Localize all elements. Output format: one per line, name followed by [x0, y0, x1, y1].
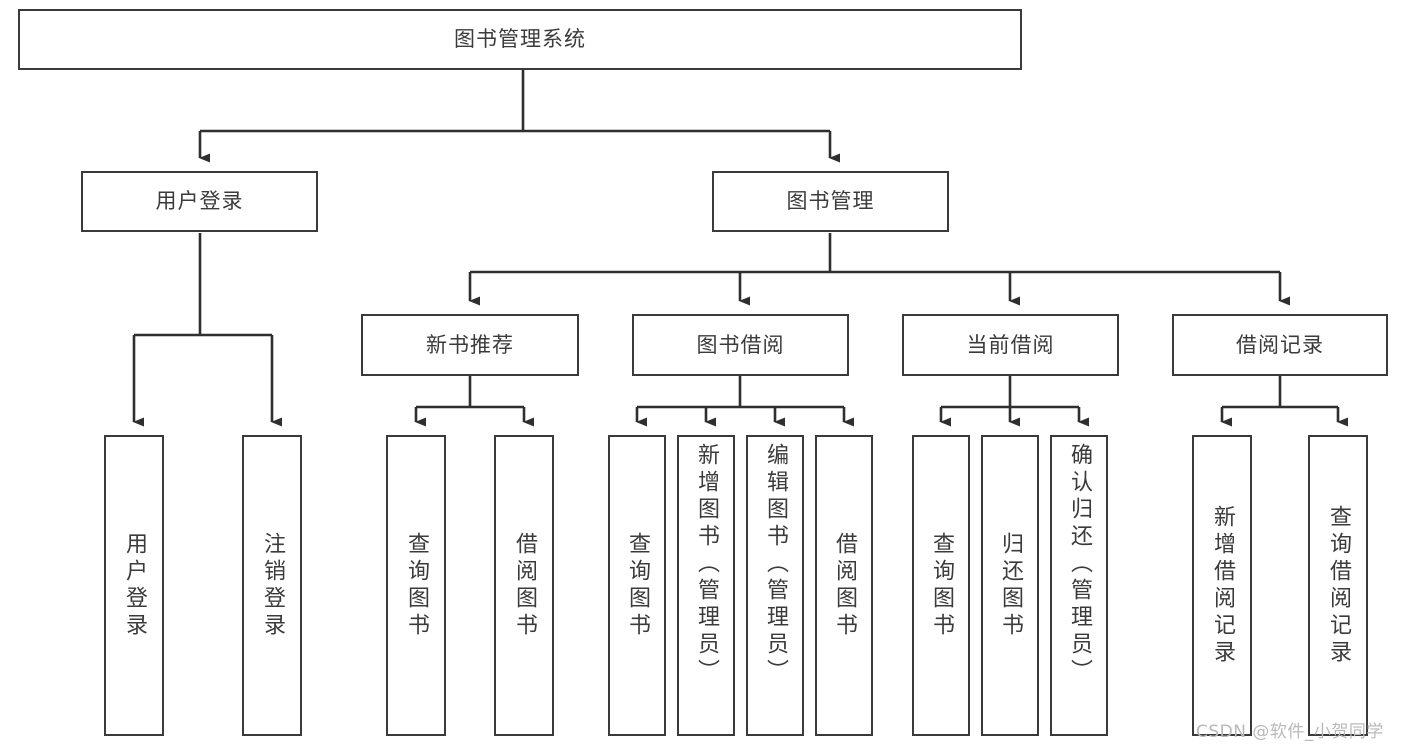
node-label: 用户登录	[122, 531, 147, 640]
node-label: 注销登录	[260, 531, 285, 640]
node-label: 图书借阅	[696, 332, 785, 357]
leaf-new-book-borrow-book[interactable]: 借阅图书	[494, 435, 554, 736]
node-label: 借阅图书	[512, 531, 537, 640]
node-label: 借阅图书	[832, 531, 857, 640]
node-user-login[interactable]: 用户登录	[81, 171, 318, 232]
node-label: 新增图书（管理员）	[694, 443, 719, 686]
node-book-management[interactable]: 图书管理	[712, 171, 949, 232]
node-label: 当前借阅	[966, 332, 1055, 357]
leaf-book-borrow-add-book-admin[interactable]: 新增图书（管理员）	[677, 435, 735, 736]
node-label: 新书推荐	[426, 332, 514, 357]
node-current-borrow[interactable]: 当前借阅	[902, 314, 1119, 376]
leaf-current-borrow-query-book[interactable]: 查询图书	[912, 435, 970, 736]
node-label: 查询图书	[929, 531, 954, 640]
node-label: 用户登录	[155, 189, 244, 214]
leaf-book-borrow-query-book[interactable]: 查询图书	[608, 435, 666, 736]
leaf-current-borrow-confirm-return-admin[interactable]: 确认归还（管理员）	[1050, 435, 1108, 736]
leaf-book-borrow-edit-book-admin[interactable]: 编辑图书（管理员）	[746, 435, 804, 736]
node-root-system[interactable]: 图书管理系统	[18, 9, 1022, 70]
leaf-user-login-logout[interactable]: 注销登录	[242, 435, 302, 736]
node-label: 查询借阅记录	[1326, 504, 1351, 667]
leaf-user-login-login[interactable]: 用户登录	[104, 435, 164, 736]
leaf-borrow-record-add-record[interactable]: 新增借阅记录	[1192, 435, 1252, 736]
node-label: 编辑图书（管理员）	[763, 443, 788, 686]
node-label: 查询图书	[404, 531, 429, 640]
leaf-new-book-query-book[interactable]: 查询图书	[386, 435, 446, 736]
node-book-borrow[interactable]: 图书借阅	[632, 314, 849, 376]
node-label: 图书管理	[786, 189, 875, 214]
leaf-current-borrow-return-book[interactable]: 归还图书	[981, 435, 1039, 736]
node-borrow-record[interactable]: 借阅记录	[1172, 314, 1388, 376]
leaf-book-borrow-borrow-book[interactable]: 借阅图书	[815, 435, 873, 736]
leaf-borrow-record-query-record[interactable]: 查询借阅记录	[1308, 435, 1368, 736]
node-new-book-recommend[interactable]: 新书推荐	[361, 314, 579, 376]
node-label: 图书管理系统	[454, 27, 586, 52]
node-label: 借阅记录	[1236, 332, 1324, 357]
node-label: 查询图书	[625, 531, 650, 640]
node-label: 新增借阅记录	[1210, 504, 1235, 667]
csdn-watermark: CSDN @软件_小贺同学	[1196, 722, 1384, 742]
node-label: 归还图书	[998, 531, 1023, 640]
node-label: 确认归还（管理员）	[1067, 443, 1092, 686]
